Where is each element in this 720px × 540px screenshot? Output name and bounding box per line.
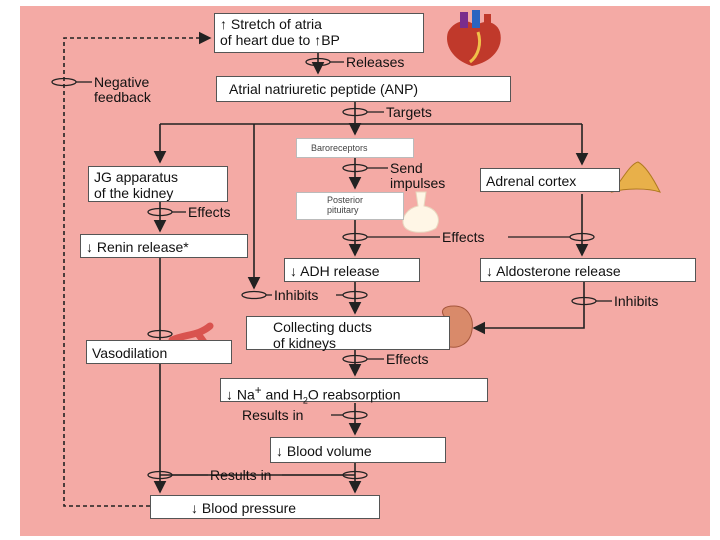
reabsorption-post: O reabsorption bbox=[307, 386, 401, 403]
pituitary-line1: Posterior bbox=[327, 195, 364, 205]
pituitary-line2: pituitary bbox=[327, 205, 359, 215]
effects-label-collecting: Effects bbox=[386, 351, 429, 367]
stretch-line1: Stretch of atria bbox=[230, 16, 322, 32]
blood-volume-box: ↓ Blood volume bbox=[270, 437, 446, 463]
results-in-label-volume: Results in bbox=[242, 407, 304, 423]
send-impulses-line1: Send bbox=[390, 160, 423, 176]
aldosterone-release-box: ↓ Aldosterone release bbox=[480, 258, 696, 282]
blood-pressure-text: Blood pressure bbox=[201, 500, 297, 516]
renin-release-box: ↓ Renin release* bbox=[80, 234, 248, 258]
anp-box: Atrial natriuretic peptide (ANP) bbox=[216, 76, 511, 102]
up-arrow: ↑ bbox=[220, 16, 227, 32]
collecting-ducts-box: Collecting ducts of kidneys bbox=[246, 316, 450, 351]
down-arrow: ↓ bbox=[86, 239, 93, 255]
results-in-label-pressure: Results in bbox=[210, 467, 272, 483]
down-arrow: ↓ bbox=[290, 263, 297, 279]
send-impulses-line2: impulses bbox=[390, 175, 446, 191]
negative-feedback-line2: feedback bbox=[94, 89, 151, 105]
pituitary-icon bbox=[402, 191, 439, 233]
adrenal-gland-icon bbox=[610, 161, 661, 193]
send-impulses-label: Send impulses bbox=[390, 161, 445, 191]
collecting-line1: Collecting ducts bbox=[273, 319, 372, 335]
renin-text: Renin release* bbox=[96, 239, 189, 255]
negative-feedback-label: Negative feedback bbox=[94, 75, 151, 105]
down-arrow: ↓ bbox=[226, 386, 233, 403]
jg-line1: JG apparatus bbox=[94, 169, 179, 185]
stretch-of-atria-box: ↑ Stretch of atria of heart due to ↑BP bbox=[214, 13, 424, 53]
jg-line2: of the kidney bbox=[94, 185, 174, 201]
down-arrow: ↓ bbox=[486, 263, 493, 279]
reabsorption-sub: 2 bbox=[302, 395, 308, 406]
heart-icon bbox=[447, 10, 501, 66]
targets-label: Targets bbox=[386, 104, 432, 120]
blood-pressure-box: ↓ Blood pressure bbox=[150, 495, 380, 519]
reabsorption-mid: and H bbox=[261, 386, 303, 403]
inhibits-label-left: Inhibits bbox=[274, 287, 319, 303]
up-arrow: ↑ bbox=[314, 32, 322, 48]
stretch-bp: BP bbox=[321, 32, 340, 48]
down-arrow: ↓ bbox=[276, 443, 283, 459]
posterior-pituitary-box: Posterior pituitary bbox=[296, 192, 404, 220]
aldosterone-text: Aldosterone release bbox=[496, 263, 621, 279]
adh-text: ADH release bbox=[300, 263, 380, 279]
stretch-line2: of heart due to bbox=[220, 32, 311, 48]
negative-feedback-line1: Negative bbox=[94, 74, 150, 90]
adrenal-cortex-box: Adrenal cortex bbox=[480, 168, 620, 192]
reabsorption-box: ↓ Na+ and H2O reabsorption bbox=[220, 378, 488, 406]
baroreceptors-box: Baroreceptors bbox=[296, 138, 414, 158]
jg-apparatus-box: JG apparatus of the kidney bbox=[88, 166, 228, 202]
releases-label: Releases bbox=[346, 54, 405, 70]
down-arrow: ↓ bbox=[191, 500, 198, 516]
adh-release-box: ↓ ADH release bbox=[284, 258, 420, 282]
inhibits-label-right: Inhibits bbox=[614, 293, 659, 309]
vasodilation-box: Vasodilation bbox=[86, 340, 232, 364]
collecting-line2: of kidneys bbox=[273, 335, 337, 351]
effects-label-jg: Effects bbox=[188, 204, 231, 220]
effects-label-pituitary: Effects bbox=[442, 229, 485, 245]
reabsorption-na: Na bbox=[236, 386, 255, 403]
blood-volume-text: Blood volume bbox=[286, 443, 372, 459]
